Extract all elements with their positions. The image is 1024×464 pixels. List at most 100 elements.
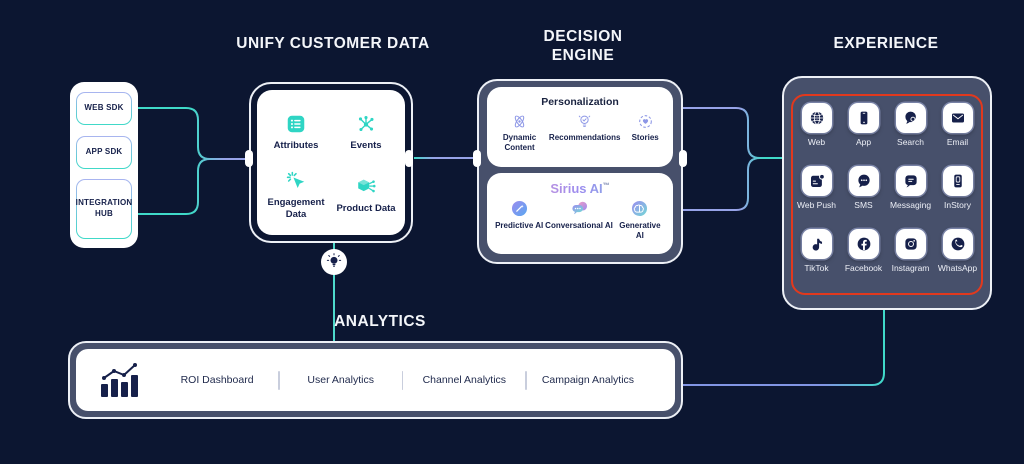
user-analytics-item: User Analytics — [307, 374, 374, 386]
channel-instagram: Instagram — [887, 229, 934, 273]
unify-heading: UNIFY CUSTOMER DATA — [236, 35, 430, 52]
experience-channels-frame: Web App — [791, 94, 983, 295]
atom-icon — [514, 115, 525, 128]
dynamic-content-label: Dynamic Content — [502, 133, 537, 152]
sms-bubble-icon — [857, 174, 870, 188]
channel-web-push: Web Push — [793, 166, 840, 210]
envelope-icon — [951, 113, 964, 123]
web-push-label: Web Push — [796, 200, 837, 210]
whatsapp-label: WhatsApp — [937, 263, 978, 273]
instagram-icon — [904, 238, 917, 250]
channel-whatsapp: WhatsApp — [934, 229, 981, 273]
whatsapp-icon — [951, 237, 964, 251]
recommendations-item: Recommendations — [544, 113, 625, 143]
unify-right-port — [405, 150, 413, 167]
messaging-bubble-icon — [904, 175, 917, 188]
search-tile — [895, 103, 926, 133]
decision-left-port — [473, 150, 481, 167]
instory-tile — [942, 166, 973, 196]
unify-left-port — [245, 150, 253, 167]
unify-inner-card: Attributes Events Engagement Data — [257, 90, 405, 235]
facebook-label: Facebook — [844, 263, 883, 273]
email-tile — [942, 103, 973, 133]
web-sdk-box: WEB SDK — [76, 92, 132, 125]
recommendations-label: Recommendations — [548, 133, 621, 142]
phone-story-icon — [953, 174, 962, 188]
generative-ai-item: Generative AI — [615, 199, 665, 241]
conversational-ai-item: Conversational AI — [543, 199, 614, 231]
web-push-tile — [801, 166, 832, 196]
analytics-divider — [525, 370, 527, 390]
channel-web: Web — [793, 103, 840, 147]
tiktok-tile — [801, 229, 832, 259]
engagement-click-icon — [286, 172, 305, 189]
conversational-ai-label: Conversational AI — [545, 221, 613, 230]
analytics-divider — [278, 370, 280, 390]
facebook-icon — [857, 237, 870, 251]
sirius-trademark: ™ — [602, 182, 610, 190]
channel-instory: InStory — [934, 166, 981, 210]
personalization-title: Personalization — [541, 96, 619, 108]
channel-tiktok: TikTok — [793, 229, 840, 273]
dynamic-content-item: Dynamic Content — [495, 113, 544, 153]
analytics-panel: ROI Dashboard User Analytics Channel Ana… — [68, 341, 683, 419]
sirius-ai-card: Sirius AI™ Predictive AI — [487, 173, 673, 254]
decision-heading: DECISION ENGINE — [503, 27, 663, 65]
lightbulb-node — [321, 249, 347, 275]
decision-heading-line2: ENGINE — [551, 47, 615, 64]
search-bubble-icon — [904, 111, 917, 124]
search-label: Search — [897, 137, 924, 147]
generative-ai-label: Generative AI — [619, 221, 661, 240]
experience-panel: Web App — [782, 76, 992, 310]
data-sources-panel: WEB SDK APP SDK INTEGRATION HUB — [70, 82, 138, 248]
events-network-icon — [358, 115, 374, 131]
tiktok-note-icon — [812, 238, 822, 251]
brain-icon — [632, 200, 648, 217]
predictive-ai-label: Predictive AI — [495, 221, 544, 230]
story-heart-icon — [638, 115, 652, 128]
engagement-data-label: Engagement Data — [267, 197, 325, 220]
sms-label: SMS — [854, 200, 873, 210]
attributes-item: Attributes — [261, 100, 331, 164]
channel-email: Email — [934, 103, 981, 147]
globe-icon — [810, 111, 823, 125]
decision-engine-panel: Personalization Dynamic Content — [477, 79, 683, 264]
decision-heading-line1: DECISION — [543, 28, 623, 45]
messaging-label: Messaging — [889, 200, 932, 210]
chat-bubbles-icon — [571, 201, 587, 215]
roi-dashboard-item: ROI Dashboard — [180, 374, 254, 386]
experience-heading: EXPERIENCE — [833, 35, 939, 52]
analytics-divider — [401, 370, 404, 390]
personalization-card: Personalization Dynamic Content — [487, 87, 673, 167]
sirius-ai-title-text: Sirius AI — [550, 181, 603, 196]
integration-hub-box: INTEGRATION HUB — [76, 179, 132, 239]
channel-sms: SMS — [840, 166, 887, 210]
app-sdk-box: APP SDK — [76, 136, 132, 169]
channel-messaging: Messaging — [887, 166, 934, 210]
tiktok-label: TikTok — [804, 263, 829, 273]
lightbulb-check-icon — [579, 115, 591, 127]
email-label: Email — [946, 137, 969, 147]
campaign-analytics-item: Campaign Analytics — [541, 374, 635, 386]
browser-notification-icon — [810, 173, 825, 187]
attributes-list-icon — [287, 115, 305, 132]
app-label: App — [855, 137, 872, 147]
predictive-wand-icon — [511, 200, 527, 217]
attributes-label: Attributes — [273, 139, 319, 151]
messaging-tile — [895, 166, 926, 196]
bar-chart-trend-icon — [98, 361, 142, 399]
channel-app: App — [840, 103, 887, 147]
predictive-ai-item: Predictive AI — [495, 199, 543, 231]
analytics-inner-card: ROI Dashboard User Analytics Channel Ana… — [76, 349, 675, 411]
product-data-item: Product Data — [331, 164, 401, 228]
app-tile — [848, 103, 879, 133]
product-data-label: Product Data — [336, 203, 396, 215]
instagram-label: Instagram — [891, 263, 930, 273]
web-tile — [801, 103, 832, 133]
web-label: Web — [807, 137, 826, 147]
whatsapp-tile — [942, 229, 973, 259]
sirius-ai-title: Sirius AI™ — [487, 181, 673, 196]
facebook-tile — [848, 229, 879, 259]
product-cube-icon — [358, 179, 376, 193]
